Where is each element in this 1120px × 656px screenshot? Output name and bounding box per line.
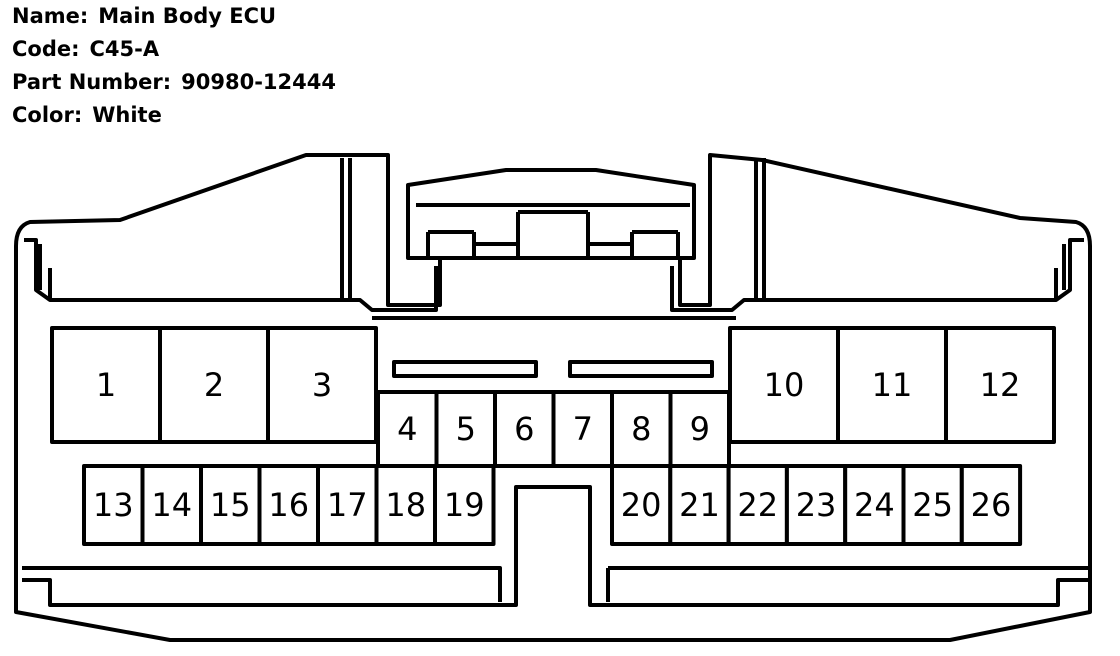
pin-10: 10 <box>728 326 840 444</box>
part-number-label: Part Number: <box>12 70 172 94</box>
color-value: White <box>92 103 162 127</box>
pin-11-cavity <box>836 326 948 444</box>
pin-22-cavity <box>726 464 789 546</box>
pin-20-cavity <box>610 464 673 546</box>
right-wall-inner <box>1054 244 1066 300</box>
pin-3-label: 3 <box>312 366 332 404</box>
pin-21: 21 <box>668 464 731 546</box>
pin-13: 13 <box>82 464 145 546</box>
right-wall <box>670 238 1084 312</box>
pin-19: 19 <box>433 464 496 546</box>
pin-22-label: 22 <box>737 486 778 524</box>
code-row: Code: C45-A <box>12 33 336 66</box>
pin-4-label: 4 <box>397 410 417 448</box>
lock-tab-inner <box>416 203 690 256</box>
pin-14: 14 <box>140 464 203 546</box>
pin-19-cavity <box>433 464 496 546</box>
pin-12-cavity <box>944 326 1056 444</box>
lock-tab <box>406 168 696 260</box>
name-value: Main Body ECU <box>98 4 277 28</box>
pin-26-cavity <box>959 464 1023 546</box>
pin-10-label: 10 <box>764 366 805 404</box>
left-latch <box>340 158 352 302</box>
pin-19-label: 19 <box>444 486 485 524</box>
pin-24: 24 <box>843 464 906 546</box>
color-row: Color: White <box>12 99 336 132</box>
pin-17-label: 17 <box>327 486 368 524</box>
pin-1-label: 1 <box>96 366 116 404</box>
pin-6-label: 6 <box>514 410 534 448</box>
pin-6: 6 <box>493 390 556 468</box>
pin-3-cavity <box>266 326 378 444</box>
pin-26-label: 26 <box>971 486 1012 524</box>
pin-24-label: 24 <box>854 486 895 524</box>
pin-25-label: 25 <box>912 486 953 524</box>
pin-4: 4 <box>376 390 439 468</box>
pin-8-label: 8 <box>631 410 651 448</box>
pin-20: 20 <box>610 464 673 546</box>
code-label: Code: <box>12 37 80 61</box>
right-latch <box>754 158 766 302</box>
pin-17-cavity <box>316 464 379 546</box>
part-number-row: Part Number: 90980-12444 <box>12 66 336 99</box>
pin-9-label: 9 <box>690 410 710 448</box>
housing-bottom-rail <box>22 485 1088 607</box>
pin-8: 8 <box>610 390 673 468</box>
slot-bar-left <box>392 360 538 378</box>
pin-11: 11 <box>836 326 948 444</box>
pin-24-cavity <box>843 464 906 546</box>
connector-info: Name: Main Body ECU Code: C45-A Part Numbe… <box>12 0 336 132</box>
pin-26: 26 <box>959 464 1023 546</box>
code-value: C45-A <box>89 37 160 61</box>
pin-25: 25 <box>901 464 964 546</box>
pin-14-label: 14 <box>151 486 192 524</box>
pin-23-label: 23 <box>796 486 837 524</box>
part-number-value: 90980-12444 <box>181 70 336 94</box>
pin-20-label: 20 <box>621 486 662 524</box>
pin-5: 5 <box>434 390 497 468</box>
left-wall <box>24 238 438 312</box>
pin-16-cavity <box>257 464 320 546</box>
pin-16-label: 16 <box>268 486 309 524</box>
pin-12-label: 12 <box>980 366 1021 404</box>
pin-23: 23 <box>784 464 848 546</box>
pin-7: 7 <box>551 390 614 468</box>
pin-15: 15 <box>199 464 262 546</box>
pin-11-label: 11 <box>872 366 913 404</box>
pin-15-cavity <box>199 464 262 546</box>
color-label: Color: <box>12 103 83 127</box>
pin-2: 2 <box>158 326 270 444</box>
pin-13-label: 13 <box>93 486 134 524</box>
name-row: Name: Main Body ECU <box>12 0 336 33</box>
pin-12: 12 <box>944 326 1056 444</box>
pin-21-label: 21 <box>679 486 720 524</box>
pin-18: 18 <box>374 464 437 546</box>
pin-23-cavity <box>784 464 848 546</box>
pin-16: 16 <box>257 464 320 546</box>
housing-bottom-rail-right <box>606 566 1088 602</box>
pin-15-label: 15 <box>210 486 251 524</box>
pin-1-cavity <box>50 326 162 444</box>
name-label: Name: <box>12 4 89 28</box>
pin-22: 22 <box>726 464 789 546</box>
left-wall-inner <box>38 244 52 300</box>
pin-7-cavity <box>551 390 614 468</box>
pin-3: 3 <box>266 326 378 444</box>
pin-5-label: 5 <box>456 410 476 448</box>
pin-7-label: 7 <box>573 410 593 448</box>
pin-17: 17 <box>316 464 379 546</box>
pin-18-label: 18 <box>385 486 426 524</box>
pin-2-label: 2 <box>204 366 224 404</box>
slot-bar-right <box>568 360 714 378</box>
pin-9: 9 <box>668 390 731 468</box>
pin-1: 1 <box>50 326 162 444</box>
